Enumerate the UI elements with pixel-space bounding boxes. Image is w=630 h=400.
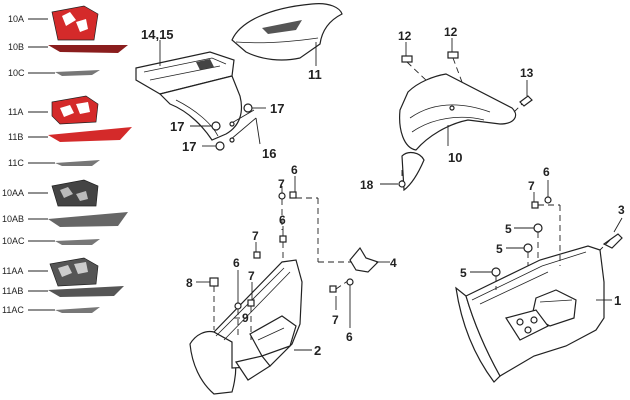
callout-12-a: 12: [398, 29, 412, 43]
label-10A: 10A: [8, 14, 24, 24]
callout-2: 2: [314, 343, 321, 358]
part-10-front-cover: [380, 38, 533, 192]
callout-5-b: 5: [496, 242, 503, 256]
callout-17-a: 17: [270, 101, 284, 116]
callout-6-e: 6: [543, 165, 550, 179]
decal-10AA: [51, 179, 99, 207]
callout-16: 16: [262, 146, 276, 161]
callout-5-c: 5: [460, 266, 467, 280]
callout-7-e: 7: [528, 179, 535, 193]
part-11-shell: [231, 3, 343, 66]
label-10B: 10B: [8, 42, 24, 52]
label-10AB: 10AB: [2, 214, 24, 224]
label-11AC: 11AC: [2, 305, 24, 315]
part-2-footwell-left: [189, 259, 312, 395]
label-11A: 11A: [8, 107, 23, 117]
callout-13: 13: [520, 66, 534, 80]
decal-10A: [51, 5, 99, 41]
callout-17-c: 17: [182, 139, 196, 154]
label-10AA: 10AA: [2, 188, 24, 198]
part-1-footwell-right: [455, 233, 623, 383]
decal-10C: [55, 70, 100, 76]
callout-18: 18: [360, 178, 374, 192]
callout-7-c: 7: [248, 269, 255, 283]
callout-7-d: 7: [332, 313, 339, 327]
callout-5-a: 5: [505, 222, 512, 236]
callout-11: 11: [308, 67, 322, 82]
decal-10AC: [55, 239, 100, 245]
callout-6-b: 6: [279, 213, 286, 227]
callout-6-c: 6: [233, 256, 240, 270]
callout-7-b: 7: [252, 229, 259, 243]
decal-11AA: [49, 257, 99, 287]
decal-11AC: [55, 307, 100, 313]
decal-column: [28, 5, 132, 313]
callout-12-b: 12: [444, 25, 458, 39]
callout-3: 3: [618, 203, 625, 217]
callout-9: 9: [242, 311, 249, 325]
callout-17-b: 17: [170, 119, 184, 134]
label-11AA: 11AA: [2, 266, 23, 276]
decal-11B: [48, 127, 132, 142]
callout-8: 8: [186, 276, 193, 290]
decal-10B: [48, 45, 128, 53]
label-11B: 11B: [8, 132, 23, 142]
callout-6-d: 6: [346, 330, 353, 344]
label-10AC: 10AC: [2, 236, 25, 246]
decal-11C: [55, 160, 100, 166]
callout-14-15: 14,15: [141, 27, 174, 42]
callout-labels: 14,15 11 17 17 17 16 12 12 13 10 18 7 6 …: [141, 25, 625, 358]
fasteners-part-1: [470, 180, 623, 290]
callout-7-a: 7: [278, 177, 285, 191]
callout-10: 10: [448, 150, 462, 165]
callout-6-a: 6: [291, 163, 298, 177]
decal-11A: [51, 95, 99, 125]
callout-4: 4: [390, 256, 397, 270]
label-11AB: 11AB: [2, 286, 23, 296]
fastener-group-17: [190, 103, 266, 151]
part-14-15-rack: [135, 40, 243, 141]
decal-11AB: [48, 286, 124, 297]
label-11C: 11C: [8, 158, 24, 168]
label-10C: 10C: [8, 68, 25, 78]
left-label-list: 10A 10B 10C 11A 11B 11C 10AA 10AB 10AC 1…: [2, 14, 25, 315]
callout-1: 1: [614, 293, 621, 308]
decal-10AB: [48, 212, 128, 227]
fasteners-part-2: [196, 176, 390, 340]
